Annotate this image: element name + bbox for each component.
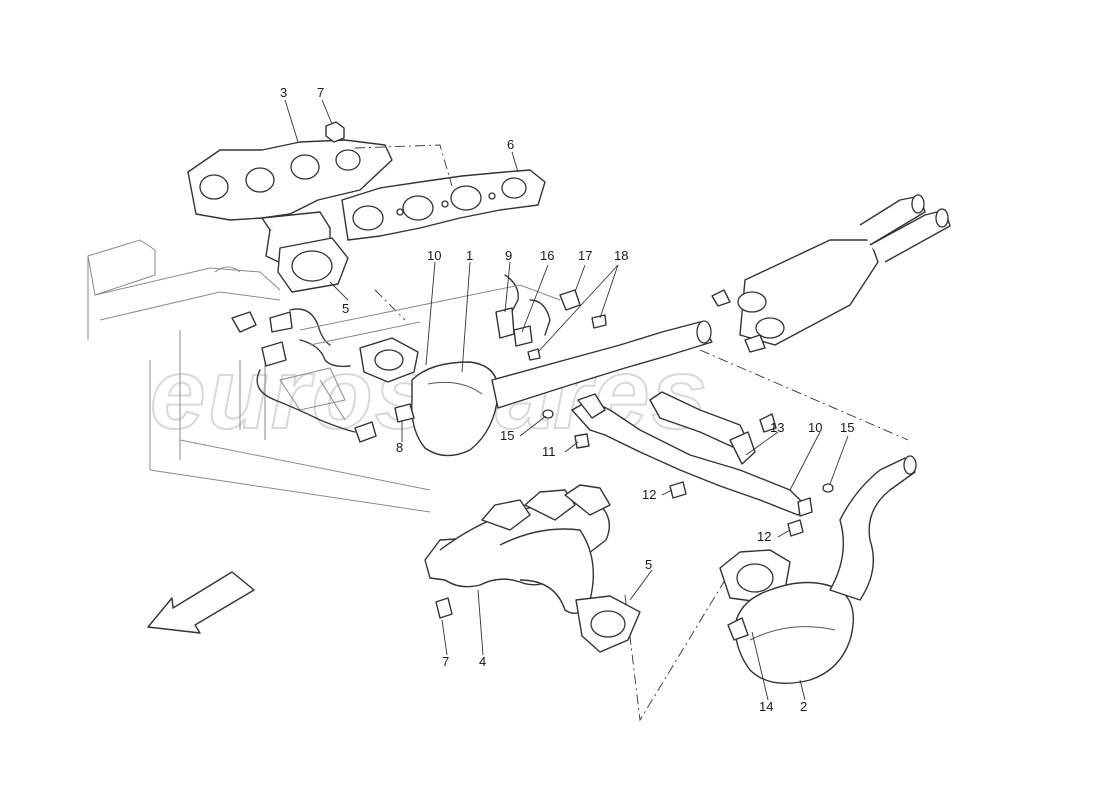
callout-7-lower: 7 <box>442 654 449 669</box>
callout-2: 2 <box>800 699 807 714</box>
callout-18: 18 <box>614 248 628 263</box>
callout-7-upper: 7 <box>317 85 324 100</box>
engine-block <box>299 284 561 421</box>
callout-4: 4 <box>479 654 486 669</box>
part-4-exhaust-manifold-lower <box>424 484 641 653</box>
callout-14: 13 <box>770 420 784 435</box>
callout-8: 8 <box>396 440 403 455</box>
part-11-heat-shield <box>542 391 834 537</box>
callout-15-left: 15 <box>500 428 514 443</box>
part-6-manifold-gasket <box>341 169 546 241</box>
callout-16: 16 <box>540 248 554 263</box>
callout-5-lower: 5 <box>645 557 652 572</box>
callout-labels: 3 7 6 5 10 1 9 16 17 18 8 15 11 12 13 10… <box>280 85 854 714</box>
callout-9: 9 <box>505 248 512 263</box>
callout-15-right: 15 <box>840 420 854 435</box>
part-7-nut-upper <box>325 121 345 143</box>
callout-13: 12 <box>642 487 656 502</box>
callout-11: 10 <box>808 420 822 435</box>
oxygen-sensor-wiring <box>231 274 607 443</box>
direction-arrow-icon <box>147 571 255 634</box>
callout-10-upper: 10 <box>427 248 441 263</box>
callout-3: 3 <box>280 85 287 100</box>
callout-12-left: 11 <box>542 444 556 459</box>
callout-12-right: 12 <box>757 529 771 544</box>
vehicle-frame <box>87 239 431 513</box>
callout-1: 1 <box>466 248 473 263</box>
callout-10-lower: 14 <box>759 699 773 714</box>
callout-17: 17 <box>578 248 592 263</box>
callout-6: 6 <box>507 137 514 152</box>
part-5-flange-gasket-upper <box>277 237 349 293</box>
part-1-catalytic-converter <box>359 320 713 457</box>
rear-silencer <box>711 194 951 353</box>
leader-lines <box>284 99 849 701</box>
part-2-catalytic-converter-lower <box>719 455 917 685</box>
callout-5-upper: 5 <box>342 301 349 316</box>
